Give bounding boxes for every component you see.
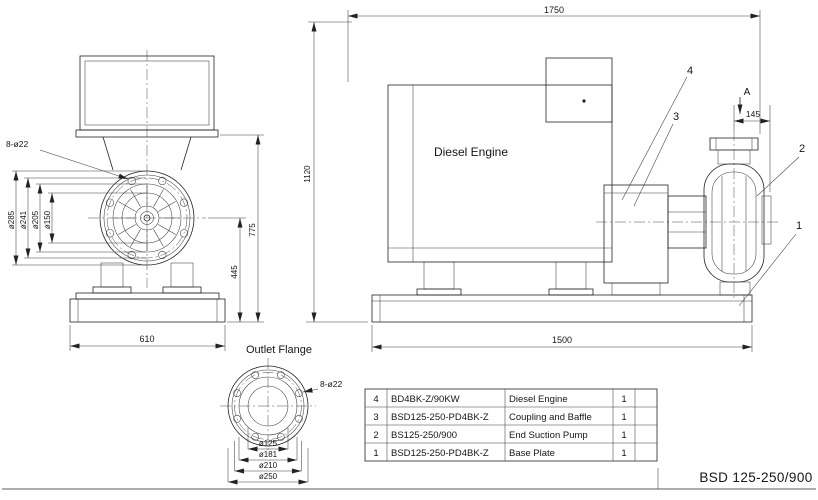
front-view xyxy=(69,50,226,323)
engine-label: Diesel Engine xyxy=(434,145,508,159)
callout-2: 2 xyxy=(799,143,805,155)
dim-1120: 1120 xyxy=(303,165,312,183)
table-row: 1 BSD125-250-PD4BK-Z Base Plate 1 xyxy=(373,448,626,459)
dim-145: 145 xyxy=(746,109,760,119)
row-name: End Suction Pump xyxy=(509,430,588,441)
dim-dia250: ø250 xyxy=(259,472,278,481)
dim-775: 775 xyxy=(248,223,257,237)
row-no: 4 xyxy=(373,394,378,405)
dim-dia125: ø125 xyxy=(259,439,278,448)
flange-title: Outlet Flange xyxy=(246,344,312,356)
base-plate xyxy=(371,294,753,323)
callouts: 4 3 2 1 xyxy=(621,65,805,307)
table-row: 3 BSD125-250-PD4BK-Z Coupling and Baffle… xyxy=(373,412,626,423)
parts-table: 4 BD4BK-Z/90KW Diesel Engine 1 3 BSD125-… xyxy=(364,388,658,462)
callout-1: 1 xyxy=(796,220,802,232)
title-block: BSD 125-250/900 xyxy=(2,468,816,490)
row-code: BS125-250/900 xyxy=(391,430,457,441)
row-name: Coupling and Baffle xyxy=(509,412,592,423)
row-qty: 1 xyxy=(621,448,626,459)
side-view: 1750 1120 Diesel Engine xyxy=(303,5,805,352)
flange-ribs xyxy=(114,185,180,251)
callout-4: 4 xyxy=(687,65,693,77)
engine-air-box xyxy=(545,57,613,123)
row-code: BSD125-250-PD4BK-Z xyxy=(391,448,489,459)
dim-1750: 1750 xyxy=(544,5,564,15)
dim-1500: 1500 xyxy=(552,335,572,345)
front-bolt-note: 8-ø22 xyxy=(6,139,28,149)
dim-dia210: ø210 xyxy=(259,461,278,470)
dim-610: 610 xyxy=(139,334,154,344)
end-suction-pump xyxy=(703,130,772,300)
row-no: 2 xyxy=(373,430,378,441)
callout-3: 3 xyxy=(673,111,679,123)
flange-detail: Outlet Flange 8-ø22 ø125 ø181 ø210 ø250 xyxy=(220,344,342,485)
dim-dia285: ø285 xyxy=(7,210,16,229)
row-code: BD4BK-Z/90KW xyxy=(391,394,460,405)
row-no: 1 xyxy=(373,448,378,459)
row-name: Diesel Engine xyxy=(509,394,568,405)
engine-body xyxy=(387,84,613,263)
dim-dia181: ø181 xyxy=(259,450,278,459)
dim-dia241: ø241 xyxy=(19,210,28,229)
dim-dia150: ø150 xyxy=(43,210,52,229)
section-label: A xyxy=(744,87,751,98)
front-view-dimensions: ø285 ø241 ø205 ø150 8-ø22 610 445 775 xyxy=(6,134,264,351)
row-name: Base Plate xyxy=(509,448,555,459)
air-box-mark xyxy=(582,99,586,103)
row-code: BSD125-250-PD4BK-Z xyxy=(391,412,489,423)
flange-bolt-holes xyxy=(233,371,303,441)
row-no: 3 xyxy=(373,412,378,423)
drawing-title: BSD 125-250/900 xyxy=(699,470,812,485)
table-row: 2 BS125-250/900 End Suction Pump 1 xyxy=(373,430,626,441)
row-qty: 1 xyxy=(621,430,626,441)
table-row: 4 BD4BK-Z/90KW Diesel Engine 1 xyxy=(373,394,626,405)
pump-bearing-frame xyxy=(667,195,707,249)
dim-445: 445 xyxy=(230,265,239,279)
front-bolt-holes xyxy=(105,176,189,260)
dim-dia205: ø205 xyxy=(31,210,40,229)
row-qty: 1 xyxy=(621,394,626,405)
flange-bolt-note: 8-ø22 xyxy=(320,379,342,389)
row-qty: 1 xyxy=(621,412,626,423)
